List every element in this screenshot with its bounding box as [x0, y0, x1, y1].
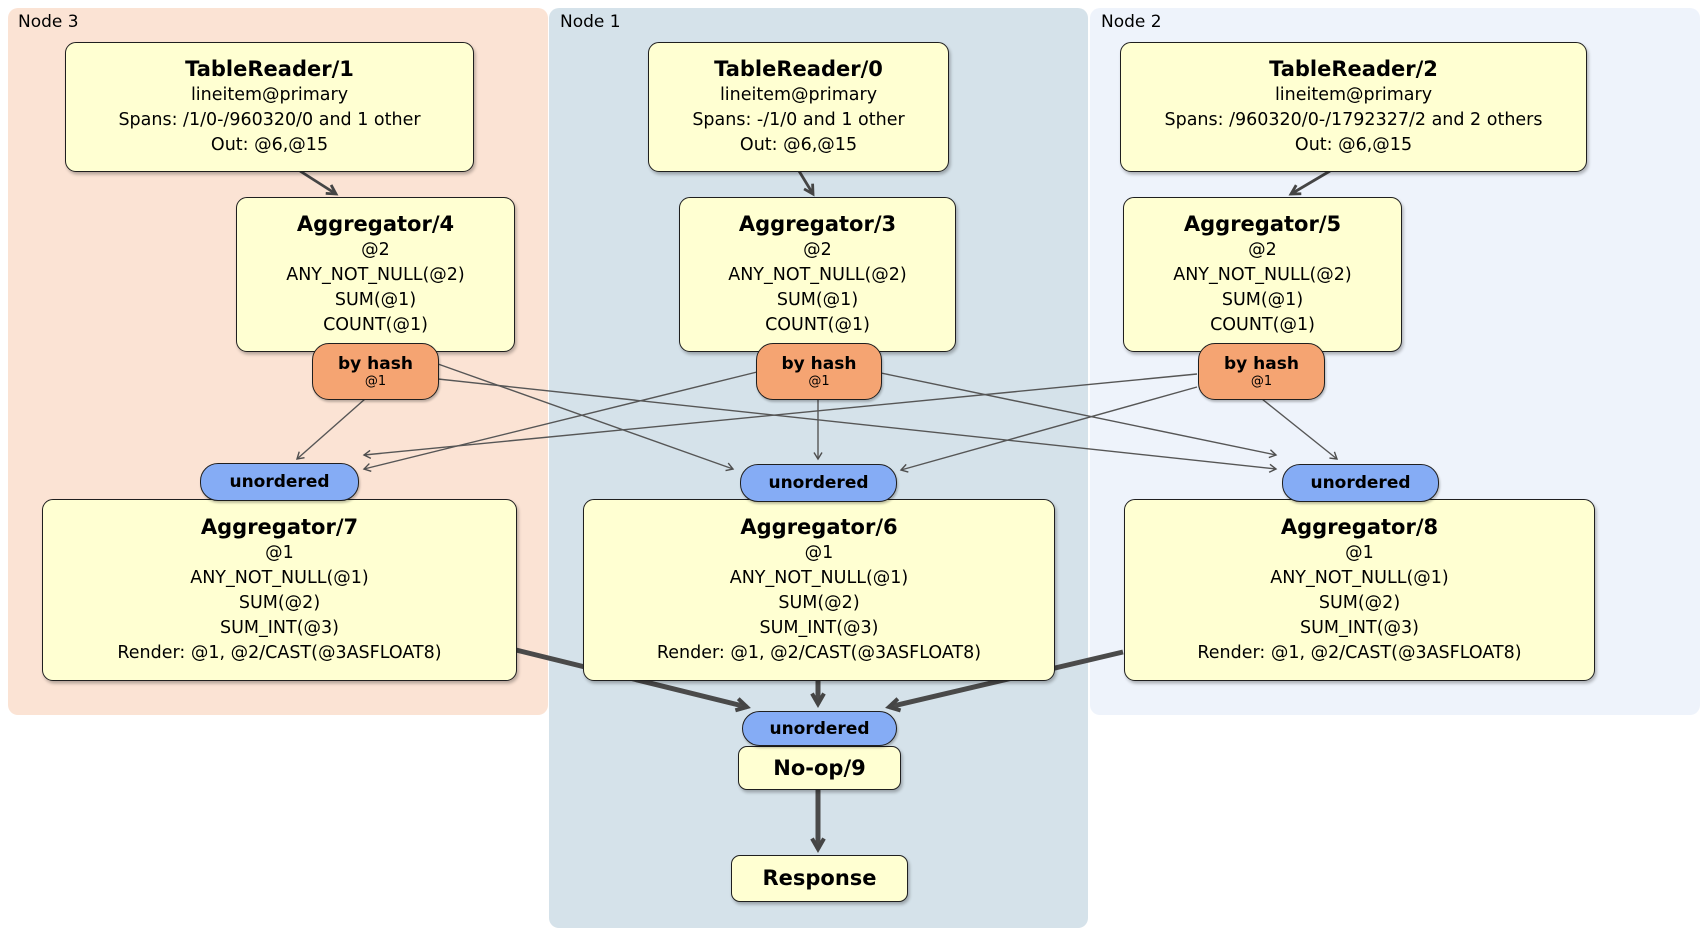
unordered-sync-9: unordered	[742, 711, 897, 746]
hash-router-label: by hash	[781, 354, 857, 374]
edge-tr0-to-agg3	[797, 170, 815, 197]
box-line: lineitem@primary	[190, 85, 349, 105]
sync-label: unordered	[768, 473, 869, 493]
aggregator-8-box: Aggregator/8 @1 ANY_NOT_NULL(@1) SUM(@2)…	[1124, 499, 1595, 681]
edge-hash5-to-unordered8	[1261, 398, 1339, 460]
hash-router-5: by hash @1	[1198, 343, 1325, 400]
edge-tr1-to-agg4	[299, 169, 339, 196]
box-title: TableReader/1	[185, 57, 354, 81]
noop-9-box: No-op/9	[738, 746, 901, 790]
tablereader-1-box: TableReader/1 lineitem@primary Spans: /1…	[65, 42, 474, 172]
box-line: SUM(@2)	[238, 593, 321, 613]
aggregator-3-box: Aggregator/3 @2 ANY_NOT_NULL(@2) SUM(@1)…	[679, 197, 956, 352]
box-line: ANY_NOT_NULL(@1)	[729, 568, 909, 588]
region-label-node-3: Node 3	[18, 12, 79, 32]
aggregator-5-box: Aggregator/5 @2 ANY_NOT_NULL(@2) SUM(@1)…	[1123, 197, 1402, 352]
box-line: Out: @6,@15	[210, 135, 329, 155]
box-line: COUNT(@1)	[765, 315, 870, 335]
box-line: @2	[1248, 240, 1277, 260]
hash-router-key: @1	[364, 374, 387, 389]
hash-router-key: @1	[1250, 374, 1273, 389]
box-line: SUM(@2)	[1318, 593, 1401, 613]
box-title: Aggregator/3	[738, 212, 897, 236]
box-line: ANY_NOT_NULL(@2)	[286, 265, 465, 285]
edge-hash4-to-unordered7	[295, 398, 366, 460]
hash-router-3: by hash @1	[756, 343, 882, 400]
unordered-sync-6: unordered	[740, 464, 897, 502]
hash-router-label: by hash	[1224, 354, 1299, 374]
box-line: COUNT(@1)	[1210, 315, 1315, 335]
box-line: ANY_NOT_NULL(@2)	[728, 265, 907, 285]
box-line: COUNT(@1)	[323, 315, 428, 335]
box-line: @1	[265, 543, 294, 563]
edge-hash3-to-unordered7	[362, 371, 758, 472]
box-line: SUM_INT(@3)	[759, 618, 879, 638]
box-line: Render: @1, @2/CAST(@3ASFLOAT8)	[117, 643, 442, 663]
edge-hash5-to-unordered6	[899, 386, 1198, 473]
box-line: ANY_NOT_NULL(@1)	[1270, 568, 1449, 588]
box-title: Aggregator/7	[200, 515, 359, 539]
box-title: No-op/9	[773, 755, 866, 780]
unordered-sync-8: unordered	[1282, 464, 1439, 502]
edge-tr2-to-agg5	[1288, 169, 1331, 196]
hash-router-label: by hash	[338, 354, 413, 374]
region-label-node-1: Node 1	[560, 12, 621, 32]
box-line: @2	[361, 240, 390, 260]
edge-hash5-to-unordered7	[362, 373, 1198, 459]
box-line: @2	[803, 240, 832, 260]
box-line: ANY_NOT_NULL(@1)	[190, 568, 369, 588]
box-line: SUM(@1)	[1221, 290, 1304, 310]
box-line: Render: @1, @2/CAST(@3ASFLOAT8)	[1197, 643, 1522, 663]
tablereader-2-box: TableReader/2 lineitem@primary Spans: /9…	[1120, 42, 1587, 172]
box-title: Aggregator/6	[740, 515, 898, 539]
box-line: Out: @6,@15	[1294, 135, 1413, 155]
box-line: Render: @1, @2/CAST(@3ASFLOAT8)	[656, 643, 982, 663]
edge-hash3-to-unordered8	[880, 372, 1278, 459]
box-line: Spans: /1/0-/960320/0 and 1 other	[118, 110, 421, 130]
region-label-node-2: Node 2	[1101, 12, 1162, 32]
aggregator-7-box: Aggregator/7 @1 ANY_NOT_NULL(@1) SUM(@2)…	[42, 499, 517, 681]
box-line: SUM(@2)	[778, 593, 860, 613]
box-line: ANY_NOT_NULL(@2)	[1173, 265, 1352, 285]
box-title: Aggregator/4	[296, 212, 455, 236]
aggregator-4-box: Aggregator/4 @2 ANY_NOT_NULL(@2) SUM(@1)…	[236, 197, 515, 352]
aggregator-6-box: Aggregator/6 @1 ANY_NOT_NULL(@1) SUM(@2)…	[583, 499, 1055, 681]
sync-label: unordered	[769, 718, 870, 739]
tablereader-0-box: TableReader/0 lineitem@primary Spans: -/…	[648, 42, 949, 172]
edge-hash4-to-unordered6	[437, 363, 735, 472]
hash-router-key: @1	[808, 374, 830, 389]
box-title: Aggregator/5	[1183, 212, 1342, 236]
unordered-sync-7: unordered	[200, 463, 359, 501]
box-line: lineitem@primary	[1274, 85, 1433, 105]
sync-label: unordered	[1310, 473, 1411, 493]
box-line: Spans: /960320/0-/1792327/2 and 2 others	[1164, 110, 1543, 130]
box-line: Out: @6,@15	[739, 135, 858, 155]
box-line: Spans: -/1/0 and 1 other	[692, 110, 905, 130]
hash-router-4: by hash @1	[312, 343, 439, 400]
box-title: TableReader/2	[1269, 57, 1438, 81]
box-line: lineitem@primary	[719, 85, 878, 105]
box-line: SUM_INT(@3)	[1300, 618, 1419, 638]
sync-label: unordered	[229, 472, 330, 492]
box-line: SUM(@1)	[334, 290, 417, 310]
edge-hash4-to-unordered8	[437, 378, 1278, 473]
box-title: Response	[762, 866, 877, 890]
response-box: Response	[731, 855, 908, 902]
box-title: Aggregator/8	[1280, 515, 1439, 539]
box-line: @1	[804, 543, 834, 563]
box-line: SUM_INT(@3)	[220, 618, 339, 638]
box-line: SUM(@1)	[776, 290, 859, 310]
box-line: @1	[1345, 543, 1374, 563]
box-title: TableReader/0	[714, 57, 883, 81]
